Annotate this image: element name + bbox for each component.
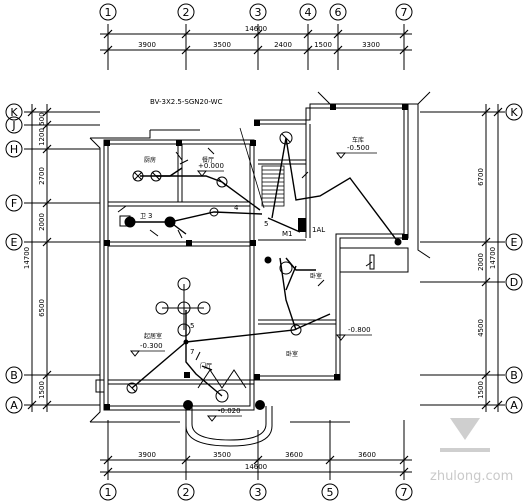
bottom-dim: 3600 — [358, 451, 376, 459]
top-axis-label: 3 — [255, 6, 262, 19]
bottom-dim: 3900 — [138, 451, 156, 459]
eave-left — [89, 137, 101, 423]
bay-window-inner — [191, 406, 267, 441]
room-label: 起居室 — [144, 332, 162, 340]
watermark: zhulong.com — [430, 418, 513, 484]
level-label: -0.800 — [348, 326, 371, 334]
bottom-dim: 3600 — [285, 451, 303, 459]
left-dim: 1500 — [38, 381, 46, 399]
top-dim: 3300 — [362, 41, 380, 49]
switch-marks — [117, 147, 373, 361]
eave-right-block — [317, 91, 431, 259]
left-axis-label: E — [11, 236, 18, 249]
bottom-axis-label: 2 — [183, 486, 190, 499]
left-axis-label: B — [10, 369, 18, 382]
room-label: 门厅 — [200, 362, 212, 370]
bottom-axis-label: 5 — [327, 486, 334, 499]
right-axis-label: E — [511, 236, 518, 249]
left-dim: 500 — [38, 112, 46, 125]
circuit-number: 4 — [234, 204, 239, 212]
bottom-overall-dim: 14600 — [245, 463, 267, 471]
circuit-number: 5 — [190, 322, 194, 330]
right-axis-label: K — [510, 106, 518, 119]
left-overall-dim: 14700 — [23, 247, 31, 269]
junction-box — [119, 215, 131, 227]
right-dim: 2000 — [477, 253, 485, 271]
right-axis-label: D — [510, 276, 518, 289]
circuit-number: M1 — [282, 230, 293, 238]
room-label: 卫 — [140, 213, 146, 220]
top-dim: 3900 — [138, 41, 156, 49]
left-axis-label: J — [11, 119, 15, 132]
left-dim: 6500 — [38, 299, 46, 317]
walls — [103, 103, 409, 411]
wiring-runs — [130, 127, 399, 397]
right-overall-dim: 14700 — [489, 247, 497, 269]
staircase — [261, 165, 285, 207]
left-dim: 2700 — [38, 167, 46, 185]
left-axis-label: H — [10, 143, 18, 156]
left-dim: 2000 — [38, 213, 46, 231]
panel-label: 1AL — [312, 226, 325, 234]
left-dim: 1200 — [38, 128, 46, 146]
level-label: -0.020 — [218, 407, 241, 415]
top-axis-label: 4 — [305, 6, 312, 19]
level-label: -0.500 — [347, 144, 370, 152]
bay-window-outer — [185, 406, 273, 447]
right-dim: 6700 — [477, 168, 485, 186]
room-label: 餐厅 — [202, 156, 214, 164]
room-label: 卧室 — [286, 350, 298, 358]
bottom-axis-label: 1 — [105, 486, 112, 499]
top-axis-label: 7 — [401, 6, 408, 19]
top-dim: 2400 — [274, 41, 292, 49]
top-dim: 3500 — [213, 41, 231, 49]
bottom-axis-label: 3 — [255, 486, 262, 499]
watermark-text: zhulong.com — [430, 469, 513, 484]
right-axis-label: A — [510, 399, 518, 412]
lighting-fixtures — [124, 131, 402, 403]
top-axis-label: 6 — [335, 6, 342, 19]
room-label: 卧室 — [310, 272, 322, 280]
dimension-texts: 14600 3900 3500 2400 1500 3300 3900 3500… — [23, 25, 497, 471]
left-axis-label: A — [10, 399, 18, 412]
circuit-number: 7 — [190, 348, 194, 356]
room-label: 厨房 — [144, 156, 156, 164]
dimension-ticks — [27, 29, 503, 477]
top-axis-label: 2 — [183, 6, 190, 19]
columns — [104, 104, 408, 410]
axis-bubbles — [5, 3, 523, 501]
circuit-number: 5 — [264, 220, 268, 228]
right-dim: 1500 — [477, 381, 485, 399]
top-axis-label: 1 — [105, 6, 112, 19]
top-overall-dim: 14600 — [245, 25, 267, 33]
right-dim: 4500 — [477, 319, 485, 337]
level-label: +0.000 — [198, 162, 224, 170]
level-label: -0.300 — [140, 342, 163, 350]
bottom-dim: 3500 — [213, 451, 231, 459]
axis-labels: 1 2 3 4 6 7 1 2 3 5 7 K J H F E B A K E … — [10, 6, 519, 499]
right-axis-label: B — [510, 369, 518, 382]
meter-box — [95, 379, 105, 393]
room-label: 车库 — [352, 136, 364, 144]
left-axis-label: K — [10, 106, 18, 119]
annotations: BV-3X2.5-SGN20-WC 1AL -0.500 +0.000 -0.3… — [140, 98, 371, 415]
bottom-axis-label: 7 — [401, 486, 408, 499]
door-swing-zigzag — [197, 369, 247, 389]
outlet — [369, 254, 375, 270]
circuit-number: 3 — [148, 212, 152, 220]
eave-top-left — [90, 129, 200, 139]
top-dim: 1500 — [314, 41, 332, 49]
cable-spec-label: BV-3X2.5-SGN20-WC — [150, 98, 223, 106]
left-axis-label: F — [11, 197, 17, 210]
